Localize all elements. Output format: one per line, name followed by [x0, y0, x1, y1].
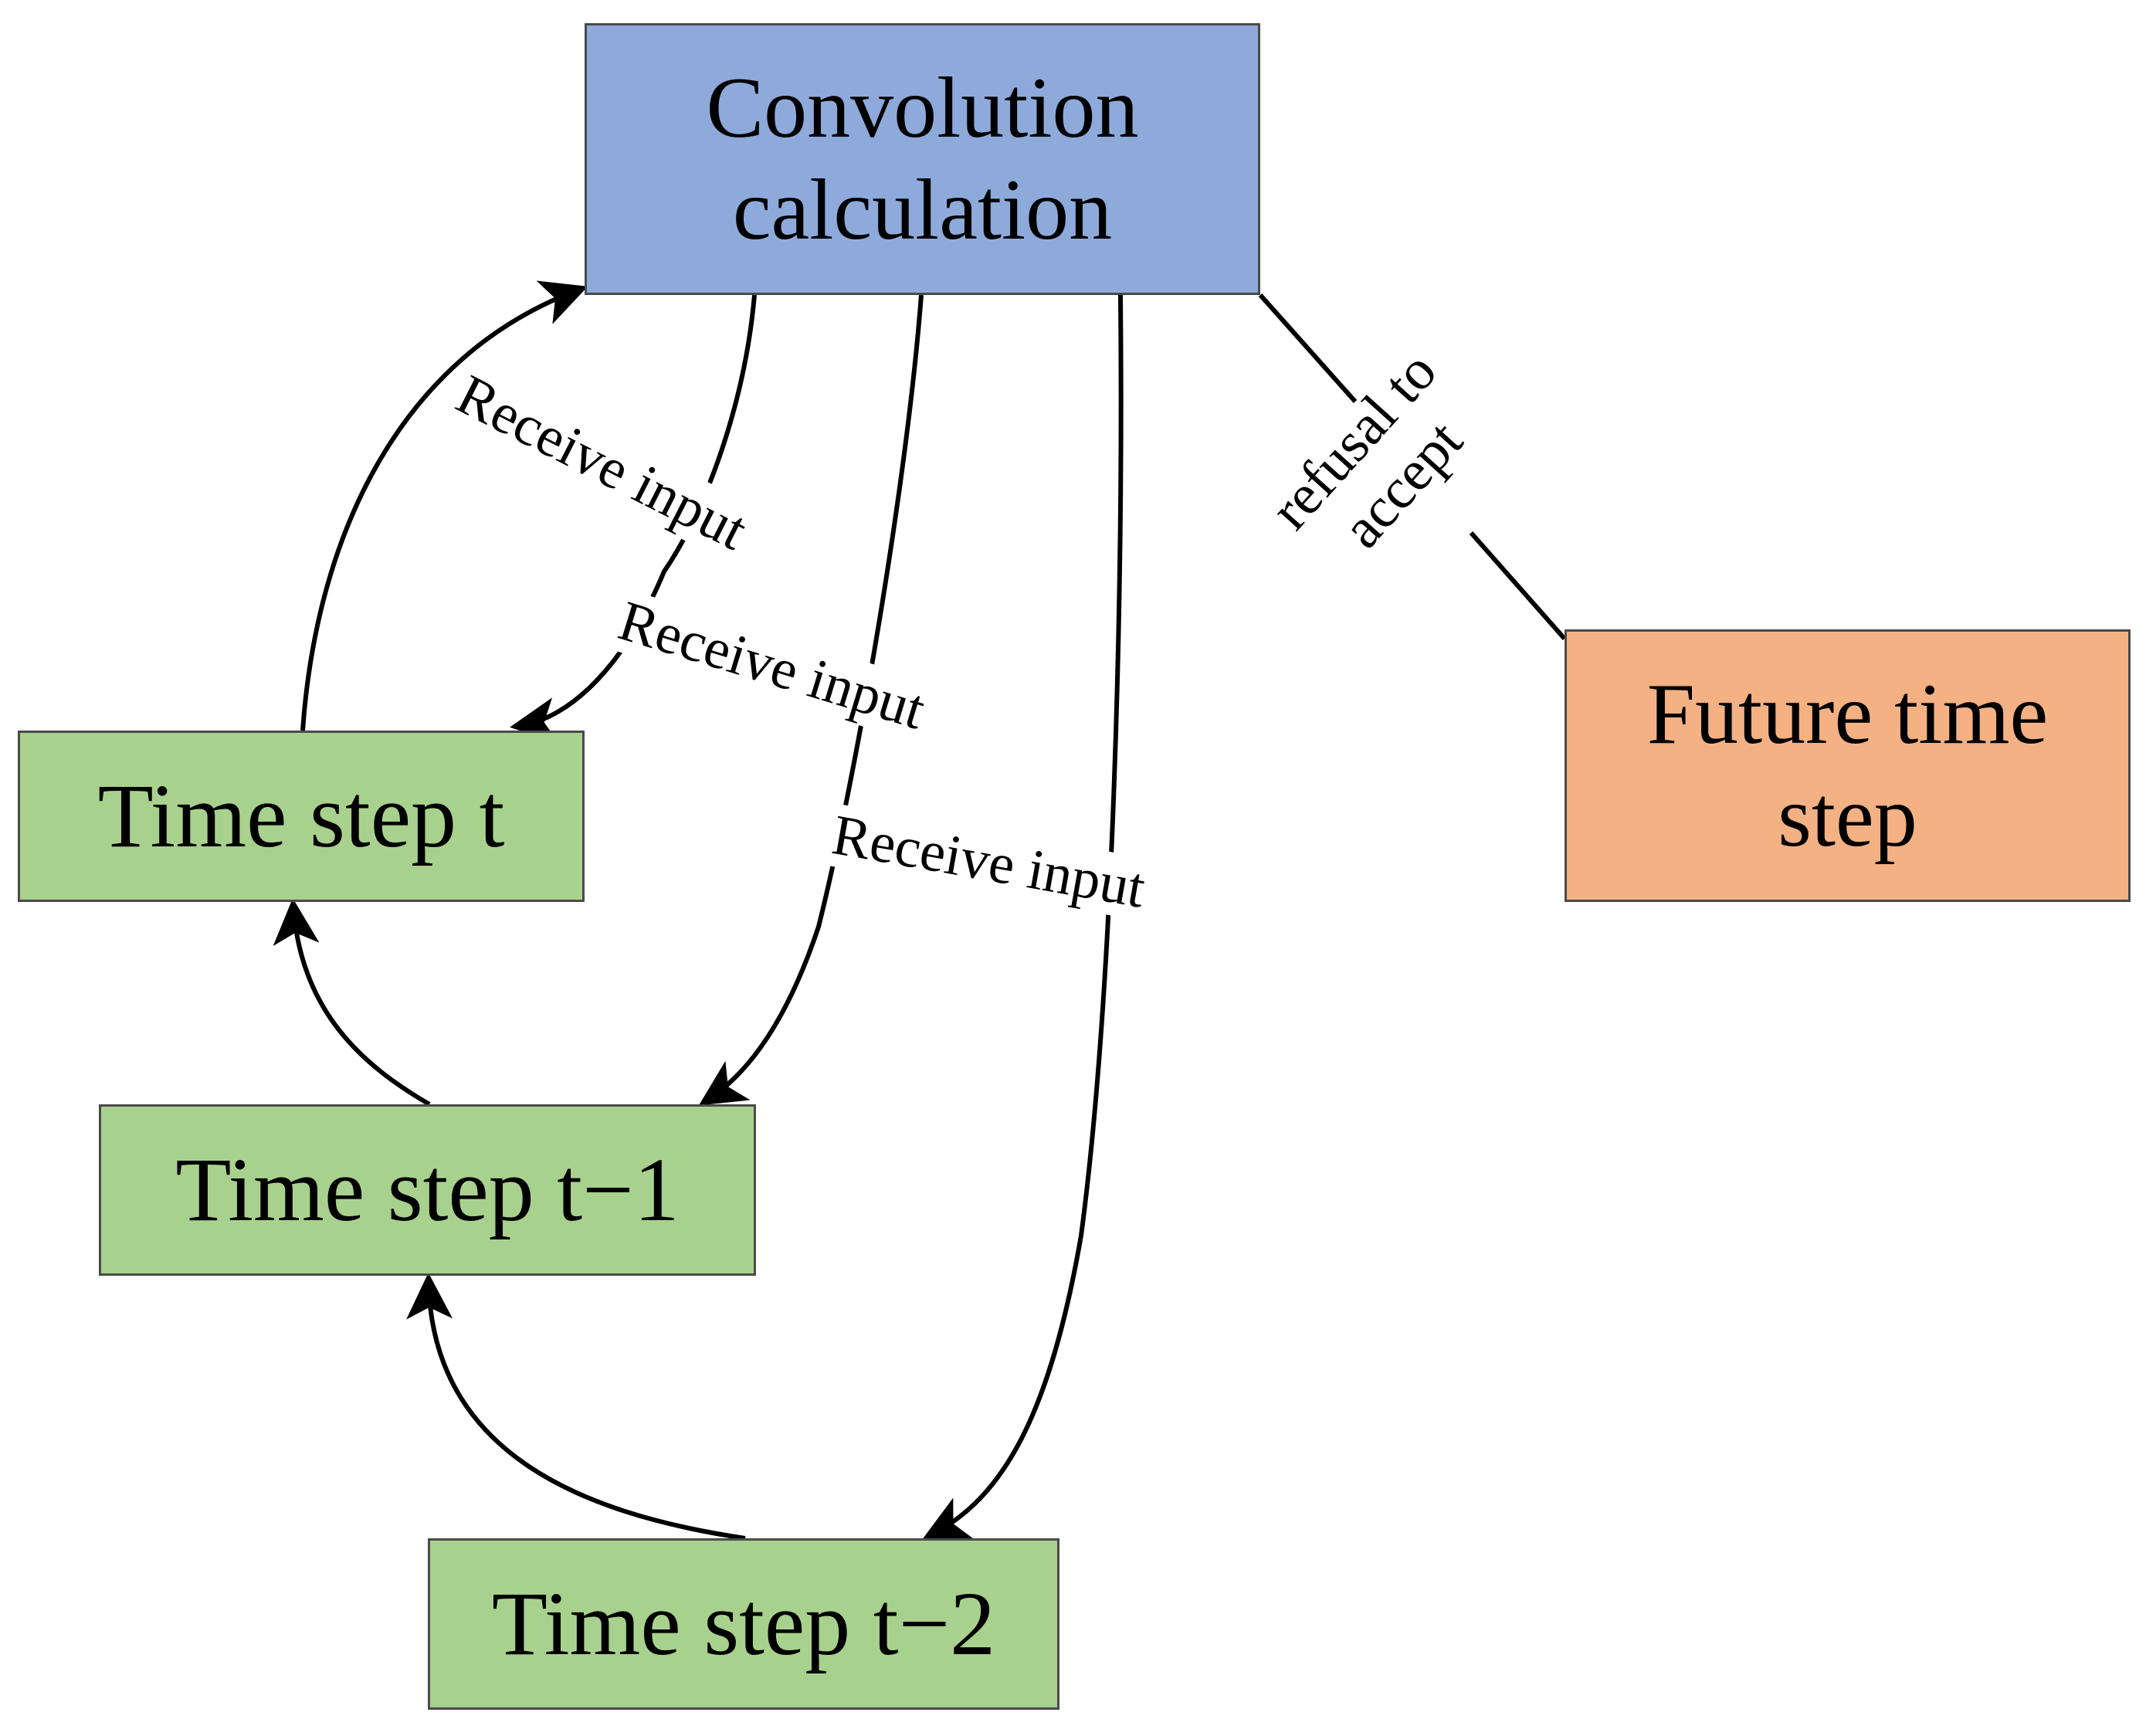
node-time-step-t-2: Time step t−2 [428, 1538, 1059, 1710]
node-convolution-label: Convolution calculation [706, 59, 1139, 258]
node-convolution-calculation: Convolution calculation [585, 23, 1260, 295]
node-t-label: Time step t [97, 765, 505, 867]
edge-t-to-convolution [300, 280, 588, 731]
node-future-time-step: Future time step [1565, 629, 2131, 902]
node-time-step-t: Time step t [18, 731, 585, 902]
node-time-step-t-1: Time step t−1 [99, 1104, 756, 1276]
edge-t2-to-t1 [406, 1273, 746, 1541]
edge-convolution-to-t [510, 294, 757, 744]
node-t1-label: Time step t−1 [175, 1139, 680, 1241]
edge-convolution-to-t2 [922, 294, 1124, 1540]
edge-t1-to-t [273, 898, 431, 1107]
node-t2-label: Time step t−2 [491, 1573, 996, 1675]
edge-convolution-to-future-b [1469, 531, 1567, 640]
edge-convolution-to-future-a [1258, 293, 1358, 403]
node-future-label: Future time step [1646, 666, 2049, 865]
